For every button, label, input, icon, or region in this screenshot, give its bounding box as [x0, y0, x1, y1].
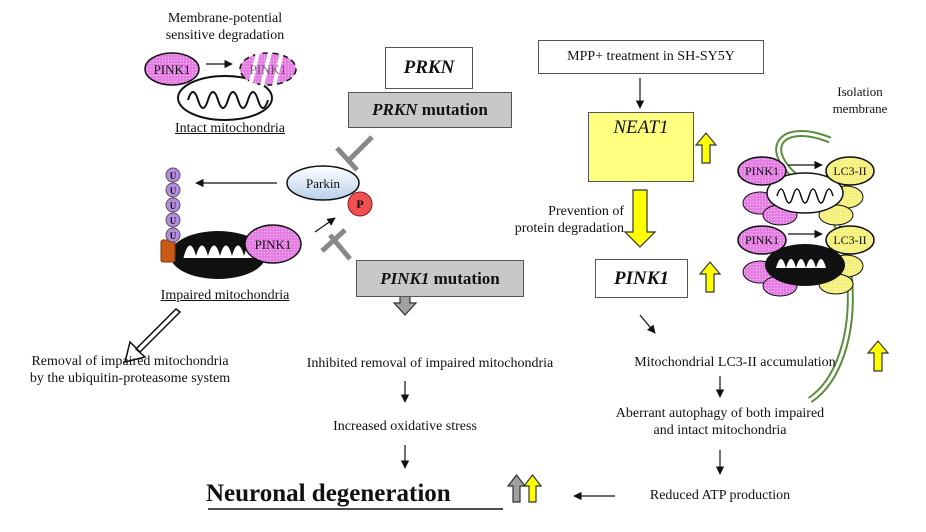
neuronal-degeneration-label: Neuronal degeneration — [206, 480, 451, 507]
lc3-accumulation-label: Mitochondrial LC3-II accumulation — [634, 355, 836, 370]
prkn-mutation-word: mutation — [417, 100, 488, 119]
membrane-caption-line1: Membrane-potential — [167, 11, 283, 26]
pink1-to-lc3-arrow — [639, 314, 656, 334]
prkn-box: PRKN — [385, 47, 473, 89]
lc3-label-2: LC3-II — [833, 233, 867, 247]
neat1-box: NEAT1 — [588, 112, 694, 182]
phospho-circle-icon — [347, 191, 373, 217]
intact-mitochondria-label: Intact mitochondria — [174, 121, 286, 136]
impaired-mitochondria-label: Impaired mitochondria — [160, 288, 290, 303]
prkn-inhibition-bar — [335, 135, 374, 172]
autophagy-impaired-cluster — [737, 225, 875, 297]
ubiquitin-chain-icon — [165, 167, 181, 243]
aberrant-autophagy-caption: Aberrant autophagy of both impaired and … — [600, 405, 840, 439]
neat1-up-arrow-icon — [694, 132, 718, 164]
isolation-membrane-caption: Isolation membrane — [815, 83, 905, 117]
pink1-degraded-label: PINK1 — [249, 62, 287, 77]
isolation-line1: Isolation — [837, 84, 883, 99]
oxidative-stress-label: Increased oxidative stress — [333, 419, 477, 434]
autophagy-pink1-label-1: PINK1 — [744, 164, 779, 178]
pink1-up-arrow-icon — [698, 261, 722, 293]
degeneration-gray-up-arrow-icon — [506, 474, 527, 503]
reduced-atp-label: Reduced ATP production — [649, 488, 791, 503]
prevention-line1: Prevention of — [548, 204, 624, 219]
autophagy-pink1-label-2: PINK1 — [744, 233, 779, 247]
ubiquitin-u5: U — [169, 231, 177, 241]
impaired-pink1-ellipse-icon — [244, 224, 302, 264]
pink1-label: PINK1 — [153, 62, 191, 77]
yellow-down-arrow-icon — [623, 189, 657, 248]
removal-hollow-arrow-icon — [123, 308, 182, 364]
ubiquitin-u4: U — [169, 216, 177, 226]
parkin-ellipse-icon — [286, 165, 360, 201]
membrane-caption: Membrane-potential sensitive degradation — [150, 10, 300, 44]
phospho-label: P — [356, 197, 364, 211]
impaired-mitochondrion-icon — [170, 231, 266, 279]
parkin-label: Parkin — [306, 176, 340, 191]
membrane-caption-line2: sensitive degradation — [165, 28, 285, 43]
degraded-pink1-ellipse-icon — [239, 51, 297, 87]
prevention-caption: Prevention of protein degradation — [470, 203, 624, 237]
intact-mitochondrion-icon — [177, 75, 273, 121]
ubiquitin-u3: U — [169, 201, 177, 211]
isolation-line2: membrane — [832, 101, 888, 116]
prkn-mutation-gene: PRKN — [372, 100, 418, 119]
lc3-label-1: LC3-II — [833, 164, 867, 178]
removal-line1: Removal of impaired mitochondria — [31, 354, 229, 369]
pink1-mutation-box: PINK1 mutation — [356, 260, 524, 297]
removal-line2: by the ubiquitin-proteasome system — [29, 371, 231, 386]
ubiquitin-u2: U — [169, 186, 177, 196]
autophagy-intact-cluster — [737, 156, 875, 226]
degeneration-yellow-up-arrow-icon — [522, 474, 543, 503]
aberrant-line2: and intact mitochondria — [653, 423, 787, 438]
pink1-ellipse-icon — [144, 52, 200, 86]
pink1-mutation-word: mutation — [429, 268, 500, 288]
pink1-box: PINK1 — [595, 259, 688, 298]
pink1-to-parkin-arrow — [314, 217, 336, 233]
prevention-line2: protein degradation — [514, 221, 624, 236]
mpp-treatment-box: MPP+ treatment in SH-SY5Y — [538, 40, 764, 74]
impaired-pink1-label: PINK1 — [254, 237, 292, 252]
removal-caption: Removal of impaired mitochondria by the … — [10, 353, 250, 387]
prkn-mutation-box: PRKN mutation — [348, 92, 512, 128]
pink1-mutation-gene: PINK1 — [380, 268, 430, 288]
lc3-up-arrow-icon — [866, 340, 890, 372]
ubiquitin-u1: U — [169, 171, 177, 181]
inhibited-removal-label: Inhibited removal of impaired mitochondr… — [306, 356, 554, 371]
aberrant-line1: Aberrant autophagy of both impaired — [615, 406, 825, 421]
pink1-inhibition-bar — [320, 228, 352, 261]
